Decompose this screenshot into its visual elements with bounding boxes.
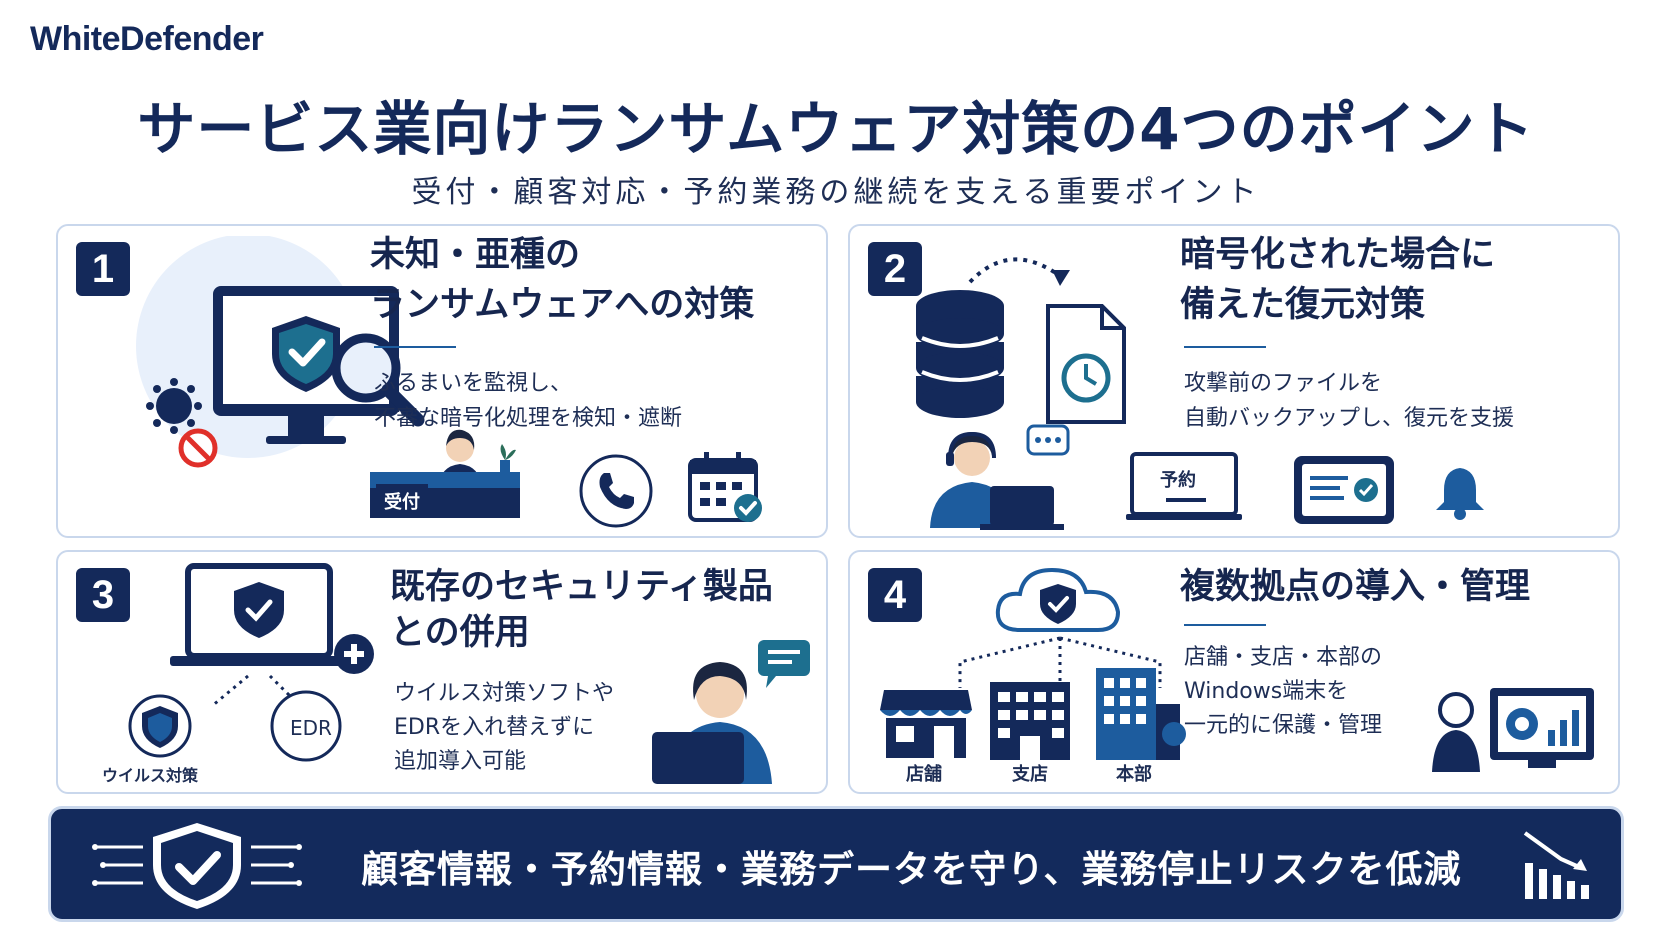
shield-network-icon: [92, 823, 302, 909]
title-underline: [1184, 346, 1266, 348]
admin-dashboard-icon: [1432, 688, 1594, 772]
card-desc-line: 自動バックアップし、復元を支援: [1184, 406, 1515, 431]
card-title-line: 暗号化された場合に: [1180, 235, 1496, 275]
card-desc-line: 一元的に保護・管理: [1184, 713, 1383, 738]
title-underline: [1184, 624, 1266, 626]
card-desc-line: EDRを入れ替えずに: [394, 715, 595, 740]
calendar-check-icon: [688, 452, 762, 522]
card-desc-line: 不審な暗号化処理を検知・遮断: [374, 406, 683, 431]
support-agent-icon: [930, 424, 1070, 530]
headquarters-label: 本部: [1116, 764, 1152, 785]
card-title-line: 未知・亜種の: [370, 235, 581, 275]
point-number-badge: 3: [76, 568, 130, 622]
antivirus-label: ウイルス対策: [102, 766, 199, 785]
tablet-check-icon: [1294, 456, 1394, 524]
bell-icon: [1436, 468, 1484, 520]
edr-label: EDR: [290, 716, 332, 740]
summary-banner: 顧客情報・予約情報・業務データを守り、業務停止リスクを低減: [48, 806, 1624, 922]
card-desc-line: 店舗・支店・本部の: [1184, 645, 1383, 670]
headquarters-building-icon: [1096, 668, 1186, 760]
card-title-line: 複数拠点の導入・管理: [1180, 567, 1531, 607]
card-desc-line: 攻撃前のファイルを: [1184, 371, 1383, 396]
card-desc-line: ふるまいを監視し、: [374, 371, 573, 396]
store-label: 店舗: [906, 764, 942, 785]
title-underline: [374, 346, 456, 348]
reception-sign: 受付: [376, 484, 428, 518]
operator-laptop-icon: [652, 640, 810, 784]
phone-icon: [579, 454, 653, 528]
card-desc-line: ウイルス対策ソフトや: [394, 681, 615, 706]
laptop-reservation-icon: [1126, 452, 1242, 520]
declining-chart-icon: [1523, 831, 1589, 899]
card-title-line: 備えた復元対策: [1180, 285, 1426, 325]
point-card-3: 3 EDR ウイルス対策 既存のセキュリティ製品 との併用 ウイルス対策ソフトや…: [56, 550, 828, 794]
page-subtitle: 受付・顧客対応・予約業務の継続を支える重要ポイント: [411, 175, 1261, 210]
page-title: サービス業向けランサムウェア対策の4つのポイント: [137, 95, 1535, 163]
card-desc-line: Windows端末を: [1184, 679, 1349, 704]
monitor-shield-magnifier-icon: [136, 236, 425, 468]
point-number-badge: 1: [76, 242, 130, 296]
cloud-shield-icon: [995, 567, 1121, 632]
card-title-line: ランサムウェアへの対策: [370, 285, 755, 325]
card-title-line: 既存のセキュリティ製品: [390, 567, 773, 607]
banner-message: 顧客情報・予約情報・業務データを守り、業務停止リスクを低減: [361, 848, 1462, 891]
brand-logo: WhiteDefender: [30, 20, 264, 58]
reservation-label: 予約: [1160, 470, 1196, 491]
database-backup-icon: [916, 257, 1126, 424]
card-desc-line: 追加導入可能: [394, 749, 527, 774]
point-card-2: 2 暗号化された場合に 備えた復元対策 攻撃前のファイルを 自動バックアップし、…: [848, 224, 1620, 538]
branch-label: 支店: [1012, 764, 1048, 785]
point-number-badge: 2: [868, 242, 922, 296]
point-number-badge: 4: [868, 568, 922, 622]
store-icon: [880, 690, 972, 758]
point-card-1: 1 未知・亜種の ランサムウェアへの対策 ふるまいを監視し、 不審な暗号化処理を…: [56, 224, 828, 538]
connector-lines: [958, 636, 1162, 688]
point-card-4: 4 店舗 支店 本部 複: [848, 550, 1620, 794]
laptop-shield-plus-icon: [128, 563, 374, 762]
branch-building-icon: [990, 682, 1070, 760]
card-title-line: との併用: [390, 613, 530, 653]
